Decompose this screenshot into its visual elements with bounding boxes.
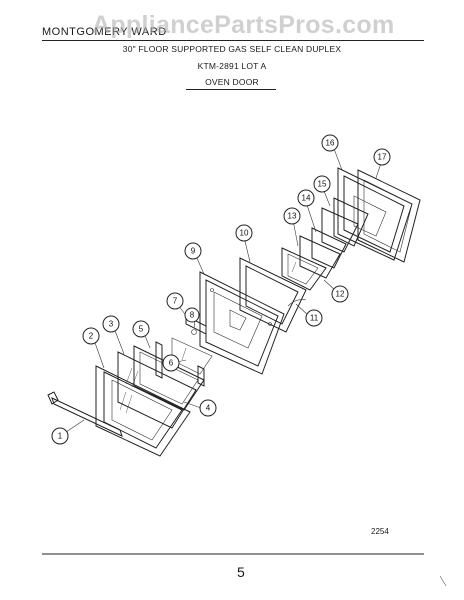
- part-inner-door-liner: [199, 271, 285, 375]
- callout-1-label: 1: [58, 432, 63, 441]
- callout-12-label: 12: [336, 290, 345, 299]
- part-insulation: [133, 345, 205, 411]
- callout-7-label: 7: [173, 297, 178, 306]
- watermark: AppliancePartsPros.com: [92, 11, 395, 39]
- callout-3: 3: [102, 315, 120, 333]
- section-name: OVEN DOOR: [205, 77, 259, 87]
- callout-8-label: 8: [190, 311, 195, 320]
- margin-mark: [439, 575, 447, 587]
- callout-8: 8: [184, 307, 200, 323]
- callout-16-label: 16: [326, 139, 335, 148]
- diagram-title: 30" FLOOR SUPPORTED GAS SELF CLEAN DUPLE…: [122, 44, 342, 54]
- part-glass-channels: [155, 337, 213, 387]
- callout-9: 9: [184, 242, 202, 260]
- callout-6: 6: [162, 354, 180, 372]
- callout-12: 12: [331, 285, 349, 303]
- part-outer-door-frame: [95, 365, 191, 457]
- brand-label: MONTGOMERY WARD: [42, 26, 167, 38]
- part-door-back-frame: [357, 169, 421, 263]
- callout-15-label: 15: [318, 180, 327, 189]
- footer-mark: 5: [237, 564, 245, 580]
- callout-14-label: 14: [302, 194, 311, 203]
- part-wire-clip: [287, 299, 307, 307]
- callout-16: 16: [321, 134, 339, 152]
- callout-13: 13: [283, 207, 301, 225]
- callout-14: 14: [297, 189, 315, 207]
- callout-4: 4: [199, 399, 217, 417]
- callout-11-label: 11: [310, 314, 319, 323]
- callout-11: 11: [305, 309, 323, 327]
- part-handle: [47, 391, 123, 437]
- callout-17: 17: [373, 148, 391, 166]
- sheet-number: 2254: [371, 527, 389, 536]
- part-door-back-panel: [337, 167, 413, 261]
- callout-15: 15: [313, 175, 331, 193]
- callout-5: 5: [132, 320, 150, 338]
- leader-lines: [65, 145, 383, 433]
- callout-6-label: 6: [169, 359, 174, 368]
- callout-2-label: 2: [89, 332, 94, 341]
- callout-2: 2: [82, 327, 100, 345]
- callout-9-label: 9: [191, 247, 196, 256]
- callout-17-label: 17: [378, 153, 387, 162]
- callout-4-label: 4: [206, 404, 211, 413]
- header-rule-top: [42, 40, 424, 41]
- model-number: KTM-2891 LOT A: [197, 61, 267, 71]
- header-rule-bottom: [186, 89, 276, 90]
- part-outer-glass: [117, 351, 197, 429]
- part-glass-retainer: [321, 197, 369, 253]
- part-door-gasket: [239, 257, 307, 333]
- callout-10-label: 10: [240, 229, 249, 238]
- callout-10: 10: [235, 224, 253, 242]
- callout-3-label: 3: [109, 320, 114, 329]
- part-inner-glass-assembly: [281, 227, 347, 291]
- callout-1: 1: [51, 427, 69, 445]
- callout-13-label: 13: [288, 212, 297, 221]
- callout-7: 7: [166, 292, 184, 310]
- callout-5-label: 5: [139, 325, 144, 334]
